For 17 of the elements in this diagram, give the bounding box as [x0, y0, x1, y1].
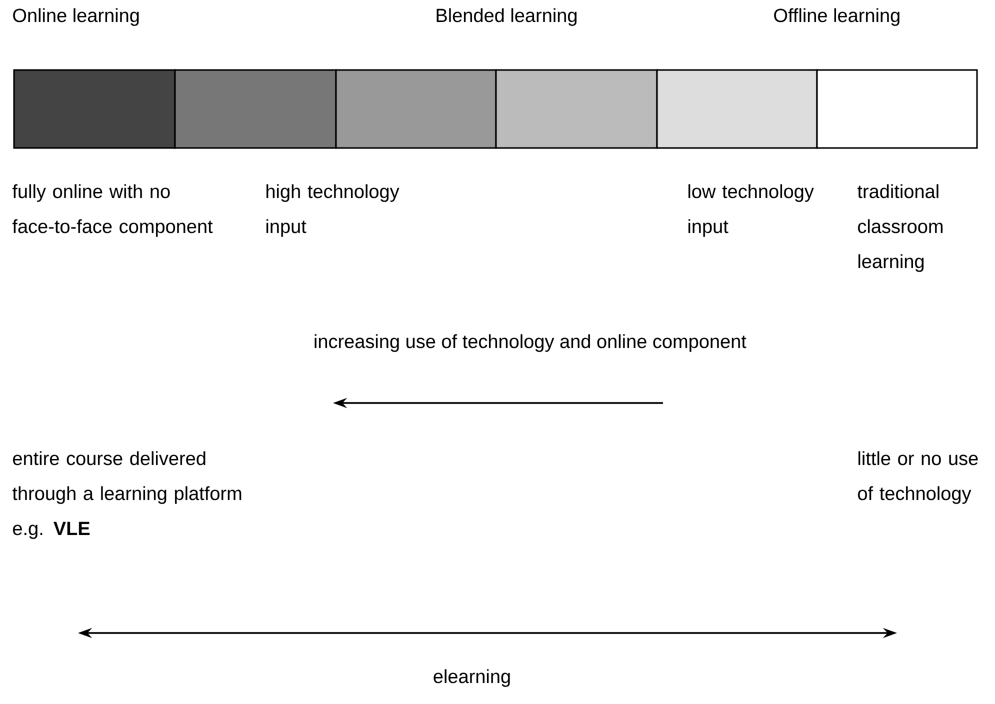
description: entire course delivered through a learning platform e.g. VLE	[12, 451, 242, 539]
description: low technology input	[688, 184, 814, 237]
heading: Offline learning	[774, 8, 900, 26]
heading: Online learning	[13, 8, 139, 26]
gradient-segment	[13, 69, 176, 149]
gradient-segment	[174, 69, 337, 149]
gradient-segment	[816, 69, 978, 149]
gradient-segment	[656, 69, 818, 149]
description: little or no use of technology	[858, 451, 978, 504]
gradient-segment	[495, 69, 658, 149]
description: traditional classroom learning	[858, 184, 943, 272]
description: high technology input	[266, 184, 400, 237]
gradient-segment	[335, 69, 497, 149]
heading: Blended learning	[436, 8, 577, 26]
axis-label: increasing use of technology and online component	[314, 334, 746, 352]
axis-label: elearning	[434, 669, 510, 687]
description: fully online with no face-to-face component	[12, 184, 213, 237]
